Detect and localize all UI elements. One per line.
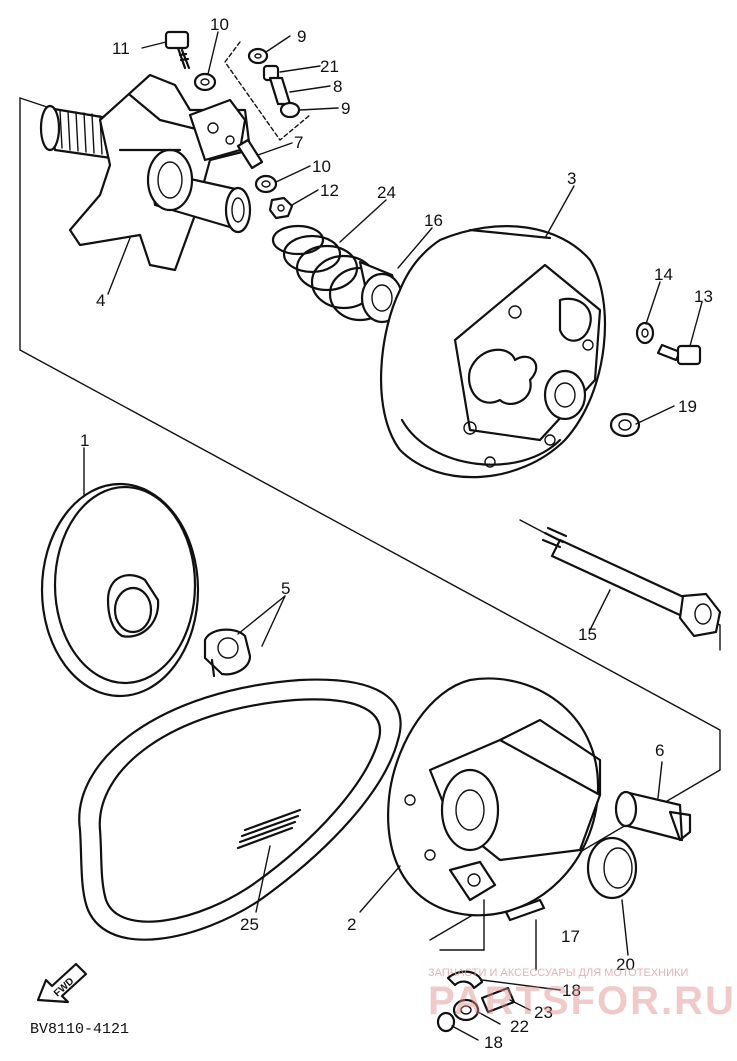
callout-14: 14 — [654, 265, 673, 284]
callout-2: 2 — [347, 915, 356, 934]
callout-7: 7 — [294, 133, 303, 152]
part-14-washer — [635, 321, 655, 345]
leader-lines — [83, 31, 703, 1041]
part-25-drive-belt — [78, 678, 402, 941]
part-15-long-bolt — [541, 526, 722, 638]
callout-20: 20 — [616, 955, 635, 974]
callout-24: 24 — [377, 183, 396, 202]
callout-9-upper: 9 — [297, 27, 306, 46]
part-3-sheave-cover — [380, 225, 607, 479]
callout-4: 4 — [96, 291, 105, 310]
callout-8: 8 — [333, 77, 342, 96]
part-9-washer-upper — [247, 47, 269, 65]
callout-13: 13 — [694, 287, 713, 306]
part-1-sliding-sheave — [40, 482, 200, 698]
part-8-pin — [268, 76, 292, 106]
part-22-collar — [452, 998, 480, 1022]
callout-23: 23 — [534, 1003, 553, 1022]
callout-11: 11 — [112, 39, 130, 58]
callout-1: 1 — [80, 431, 89, 450]
fwd-direction-marker: FWD — [36, 962, 88, 1004]
callout-labels: 11 10 9 21 8 9 7 10 12 24 16 3 14 13 19 … — [80, 15, 713, 1052]
pin-subassembly-bracket — [224, 41, 311, 141]
callout-19: 19 — [678, 397, 697, 416]
callout-21: 21 — [320, 57, 339, 76]
part-7-roller — [236, 138, 264, 170]
watermark-tagline: ЗАПЧАСТИ И АКСЕССУАРЫ ДЛЯ МОТОТЕХНИКИ — [428, 967, 688, 979]
part-18-clip-lower — [436, 1011, 456, 1033]
callout-17: 17 — [561, 927, 580, 946]
callout-6: 6 — [655, 741, 664, 760]
part-5-slider — [203, 628, 252, 678]
part-9-washer-lower — [279, 101, 301, 119]
callout-10-upper: 10 — [210, 15, 229, 34]
part-6-sleeve — [614, 790, 692, 842]
callout-3: 3 — [567, 169, 576, 188]
part-16-bushing — [358, 260, 404, 324]
callout-25: 25 — [240, 915, 259, 934]
watermark-brand: PARTSFOR.RU — [428, 979, 736, 1023]
callout-18-upper: 18 — [562, 981, 581, 1000]
watermark: ЗАПЧАСТИ И АКСЕССУАРЫ ДЛЯ МОТОТЕХНИКИ PA… — [428, 967, 736, 1023]
part-17-pin — [504, 898, 546, 922]
callout-16: 16 — [424, 211, 443, 230]
callout-15: 15 — [578, 625, 597, 644]
part-12-nut — [268, 196, 294, 220]
part-2-secondary-sheave — [387, 677, 602, 917]
diagram-code: BV8110-4121 — [30, 1021, 129, 1038]
callout-9-lower: 9 — [341, 99, 350, 118]
part-19-washer — [609, 412, 641, 438]
part-20-oil-seal — [586, 836, 638, 900]
part-13-bolt — [656, 343, 702, 366]
callout-5: 5 — [281, 579, 290, 598]
callout-18-lower: 18 — [484, 1033, 503, 1052]
callout-22: 22 — [510, 1017, 529, 1036]
part-4-fixed-sheave-spider — [39, 73, 252, 272]
callout-10-lower: 10 — [312, 157, 331, 176]
part-10-washer-lower — [254, 174, 278, 194]
part-10-washer-upper — [193, 72, 217, 92]
callout-12: 12 — [320, 181, 339, 200]
part-11-bolt — [164, 30, 191, 70]
part-18-clip-upper — [446, 970, 484, 990]
